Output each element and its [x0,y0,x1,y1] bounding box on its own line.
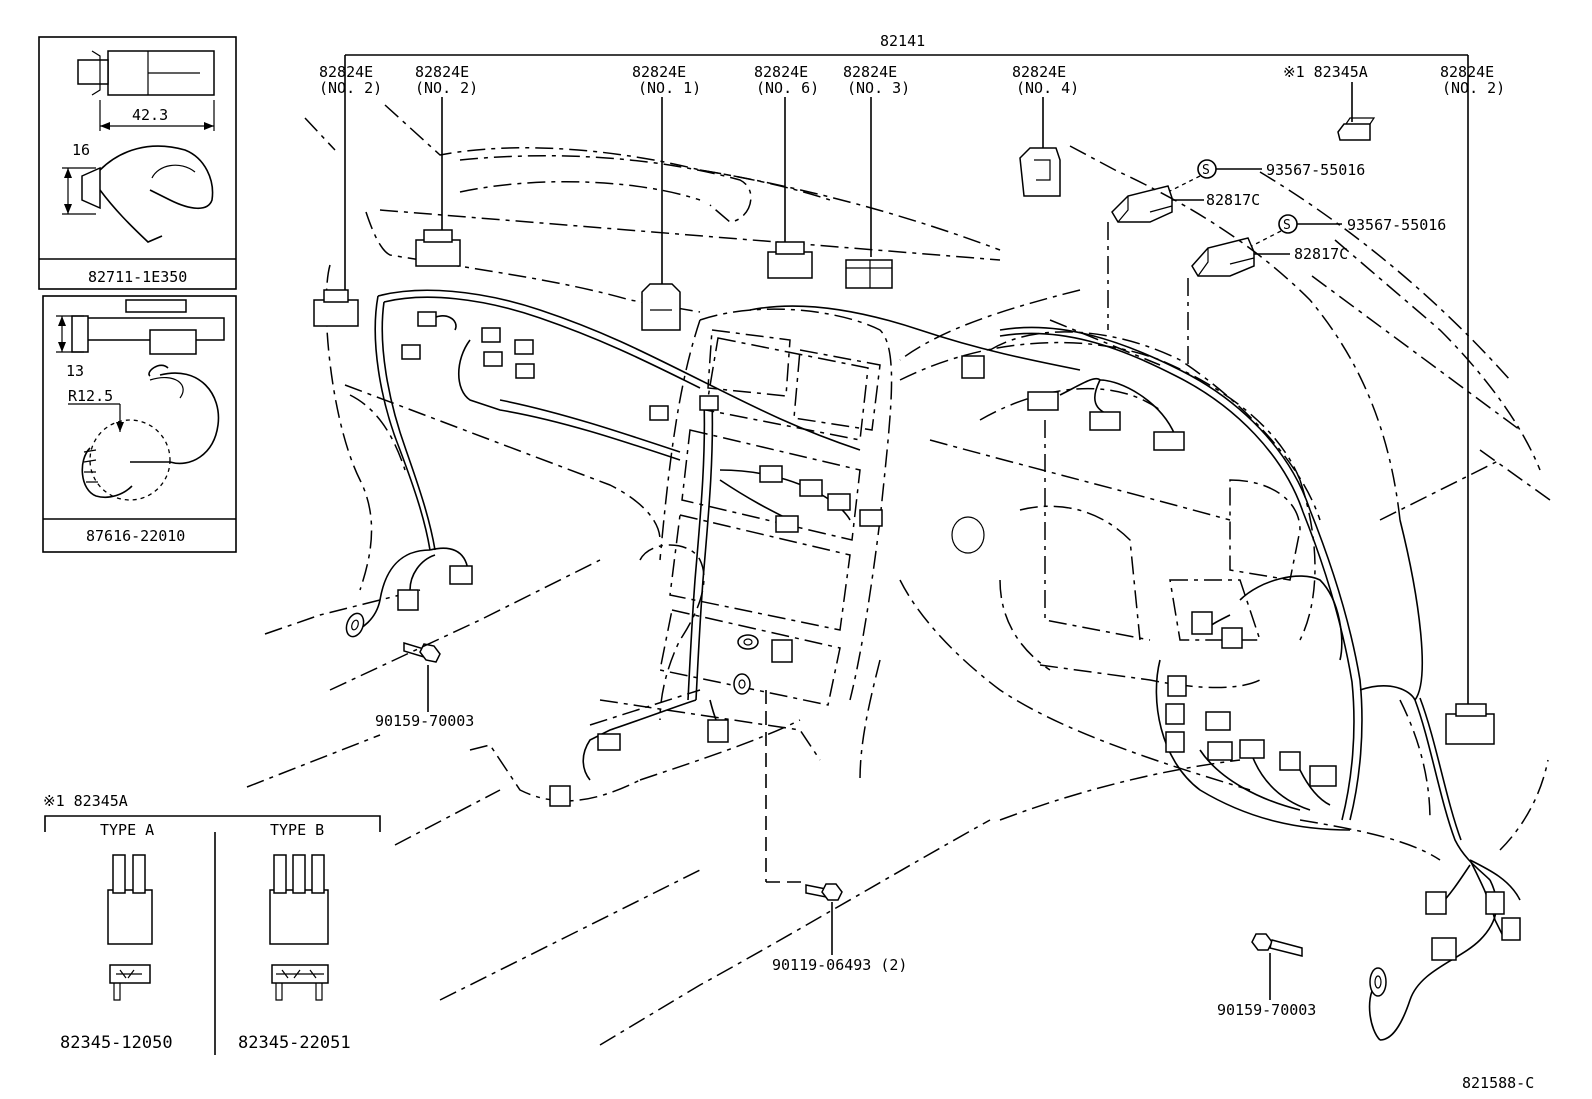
bracket-82817c-icon [1191,237,1255,277]
bolt-left-label: 90159-70003 [375,712,474,730]
connector-sub-b: (NO. 2) [415,79,478,97]
connector-label-c: 82824E [632,63,686,81]
connector-label-f: 82824E [1012,63,1066,81]
bracket-callouts: S 93567-55016 S 93567-55016 82817C 82817… [1111,117,1446,277]
type-a-label: TYPE A [100,821,154,839]
connector-sub-e: (NO. 3) [847,79,910,97]
bolt-left-icon [403,641,441,663]
connector-sub-a: (NO. 2) [319,79,382,97]
screw-label-1: 93567-55016 [1266,161,1365,179]
connector-blocks [313,147,1521,961]
dashboard-outline [246,104,1551,1046]
type-b-part-no: 82345-22051 [238,1033,351,1053]
s-mark-1: S [1202,163,1210,178]
bolt-right-label: 90159-70003 [1217,1001,1316,1019]
connector-82824e-icon [767,241,813,279]
bolts: 90159-70003 90119-06493 (2) 90159-70003 [375,641,1316,1019]
clamp-part-82711: 82711-1E350 [88,268,187,286]
dim-length-42-3: 42.3 [132,106,168,124]
connector-label-g: 82824E [1440,63,1494,81]
grommets [345,612,1387,997]
connector-82824e-icon [845,259,893,289]
screw-label-2: 93567-55016 [1347,216,1446,234]
bracket-label-1: 82817C [1206,191,1260,209]
relay-type-a-icon [107,854,153,1001]
bolt-right-icon [1251,933,1303,957]
connector-82824e-icon [641,283,681,331]
top-callouts: 82141 82824E (NO. 2) 82824E (NO. 2) 8282… [319,32,1505,708]
type-a-part-no: 82345-12050 [60,1033,173,1053]
connector-82824e-icon [313,289,359,327]
inset-clamp-87616: 13 R12.5 87616-22010 [42,295,237,553]
bracket-82817c-icon [1111,185,1173,223]
connector-sub-g: (NO. 2) [1442,79,1505,97]
dim-height-16: 16 [72,141,90,159]
s-mark-2: S [1283,218,1291,233]
bolt-center-icon [805,883,843,901]
type-b-label: TYPE B [270,821,324,839]
connector-sub-d: (NO. 6) [756,79,819,97]
clamp-part-87616: 87616-22010 [86,527,185,545]
connector-label-d: 82824E [754,63,808,81]
connector-82824e-icon [1019,147,1061,197]
relay-type-b-icon [269,854,329,1001]
dim-height-13: 13 [66,362,84,380]
connector-label-e: 82824E [843,63,897,81]
relay-82345a-icon [1337,117,1376,141]
bracket-label-2: 82817C [1294,245,1348,263]
connector-label-a: 82824E [319,63,373,81]
assembly-label: 82141 [880,32,925,50]
drawing-number: 821588-C [1462,1074,1534,1092]
connector-label-b: 82824E [415,63,469,81]
relay-type-legend: ※1 82345A TYPE A TYPE B 82345-12050 8234… [43,792,381,1055]
bolt-center-label: 90119-06493 (2) [772,956,907,974]
connector-82824e-icon [415,229,461,267]
legend-title: ※1 82345A [43,792,128,810]
relay-top-label: ※1 82345A [1283,63,1368,81]
connector-sub-c: (NO. 1) [638,79,701,97]
connector-82824e-icon [1445,703,1495,745]
inset-clamp-82711: 42.3 16 82711-1E350 [38,36,237,290]
harness-wires [354,289,1521,1041]
connector-sub-f: (NO. 4) [1016,79,1079,97]
dim-radius-r12-5: R12.5 [68,387,113,405]
